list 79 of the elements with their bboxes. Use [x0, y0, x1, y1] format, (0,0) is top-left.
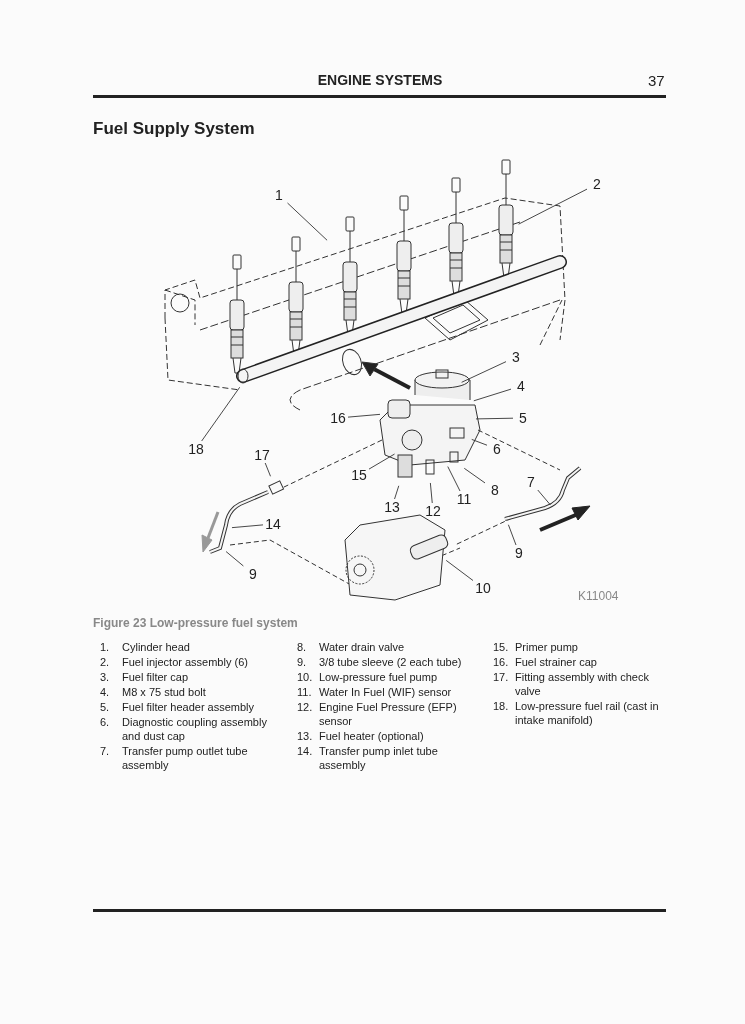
list-number: 6.: [100, 715, 111, 730]
list-item-text: Fitting assembly with check valve: [515, 670, 650, 698]
list-item-text: Fuel injector assembly (6): [122, 655, 248, 669]
list-number: 13.: [297, 729, 314, 743]
list-item-text: Fuel strainer cap: [515, 655, 597, 669]
callout-number: 11: [454, 491, 474, 507]
list-item-text: 3/8 tube sleeve (2 each tube): [319, 655, 462, 669]
list-number: 17.: [493, 670, 510, 685]
list-number: 5.: [100, 700, 111, 714]
callout-number: 9: [243, 566, 263, 582]
leader-line: [264, 462, 271, 477]
leader-line: [287, 202, 328, 241]
list-number: 10.: [297, 670, 314, 684]
callout-number: 10: [473, 580, 493, 596]
list-number: 9.: [297, 655, 308, 669]
list-item-text: Transfer pump inlet tube assembly: [319, 744, 439, 772]
callout-number: 17: [252, 447, 272, 463]
callout-number: 8: [485, 482, 505, 498]
list-number: 16.: [493, 655, 510, 669]
leader-line: [231, 524, 264, 529]
list-item-text: Cylinder head: [122, 640, 190, 654]
callout-number: 4: [511, 378, 531, 394]
list-item-text: Fuel heater (optional): [319, 729, 424, 743]
leader-line: [518, 188, 588, 225]
figure-caption: Figure 23 Low-pressure fuel system: [93, 615, 298, 632]
list-number: 7.: [100, 744, 111, 759]
list-number: 11.: [297, 685, 313, 699]
section-heading: Fuel Supply System: [93, 118, 255, 140]
callout-number: 7: [521, 474, 541, 490]
leader-line: [447, 466, 461, 492]
list-number: 4.: [100, 685, 111, 699]
leader-line: [394, 485, 400, 500]
list-item-text: Water In Fuel (WIF) sensor: [319, 685, 452, 699]
callout-number: 15: [349, 467, 369, 483]
list-number: 8.: [297, 640, 308, 654]
list-item-text: Water drain valve: [319, 640, 405, 654]
leader-line: [461, 361, 507, 383]
list-item-text: Primer pump: [515, 640, 578, 654]
list-number: 14.: [297, 744, 314, 759]
callout-number: 14: [263, 516, 283, 532]
list-item-text: Low-pressure fuel rail (cast in intake manifold): [515, 699, 660, 727]
callout-number: 18: [186, 441, 206, 457]
callout-number: 12: [423, 503, 443, 519]
page-number: 37: [648, 71, 665, 91]
callout-number: 9: [509, 545, 529, 561]
list-number: 1.: [100, 640, 111, 654]
list-number: 2.: [100, 655, 111, 669]
leader-line: [475, 417, 514, 420]
list-number: 3.: [100, 670, 111, 684]
callout-number: 3: [506, 349, 526, 365]
leader-line: [463, 467, 486, 484]
callout-number: 13: [382, 499, 402, 515]
header-title: ENGINE SYSTEMS: [316, 71, 444, 90]
list-item-text: Engine Fuel Pressure (EFP) sensor: [319, 700, 458, 728]
list-item-text: Transfer pump outlet tube assembly: [122, 744, 249, 772]
list-item-text: Diagnostic coupling assembly and dust cap: [122, 715, 268, 743]
leader-line: [347, 413, 381, 418]
leader-line: [201, 386, 241, 442]
leader-line: [537, 489, 551, 506]
list-number: 15.: [493, 640, 510, 654]
list-number: 18.: [493, 699, 510, 714]
list-item-text: Fuel filter cap: [122, 670, 189, 684]
callout-number: 2: [587, 176, 607, 192]
leader-line: [225, 551, 244, 567]
leader-line: [507, 524, 517, 546]
callout-number: 6: [487, 441, 507, 457]
leader-line: [445, 559, 474, 581]
callout-number: 5: [513, 410, 533, 426]
list-item-text: Low-pressure fuel pump: [319, 670, 437, 684]
list-item-text: Fuel filter header assembly: [122, 700, 255, 714]
callout-number: 16: [328, 410, 348, 426]
leader-line: [368, 453, 395, 470]
list-number: 12.: [297, 700, 314, 715]
figure-code: K11004: [578, 588, 619, 605]
leader-line: [473, 388, 512, 402]
leader-line: [429, 482, 433, 504]
list-item-text: M8 x 75 stud bolt: [122, 685, 206, 699]
callout-number: 1: [269, 187, 289, 203]
leader-line: [471, 438, 488, 446]
